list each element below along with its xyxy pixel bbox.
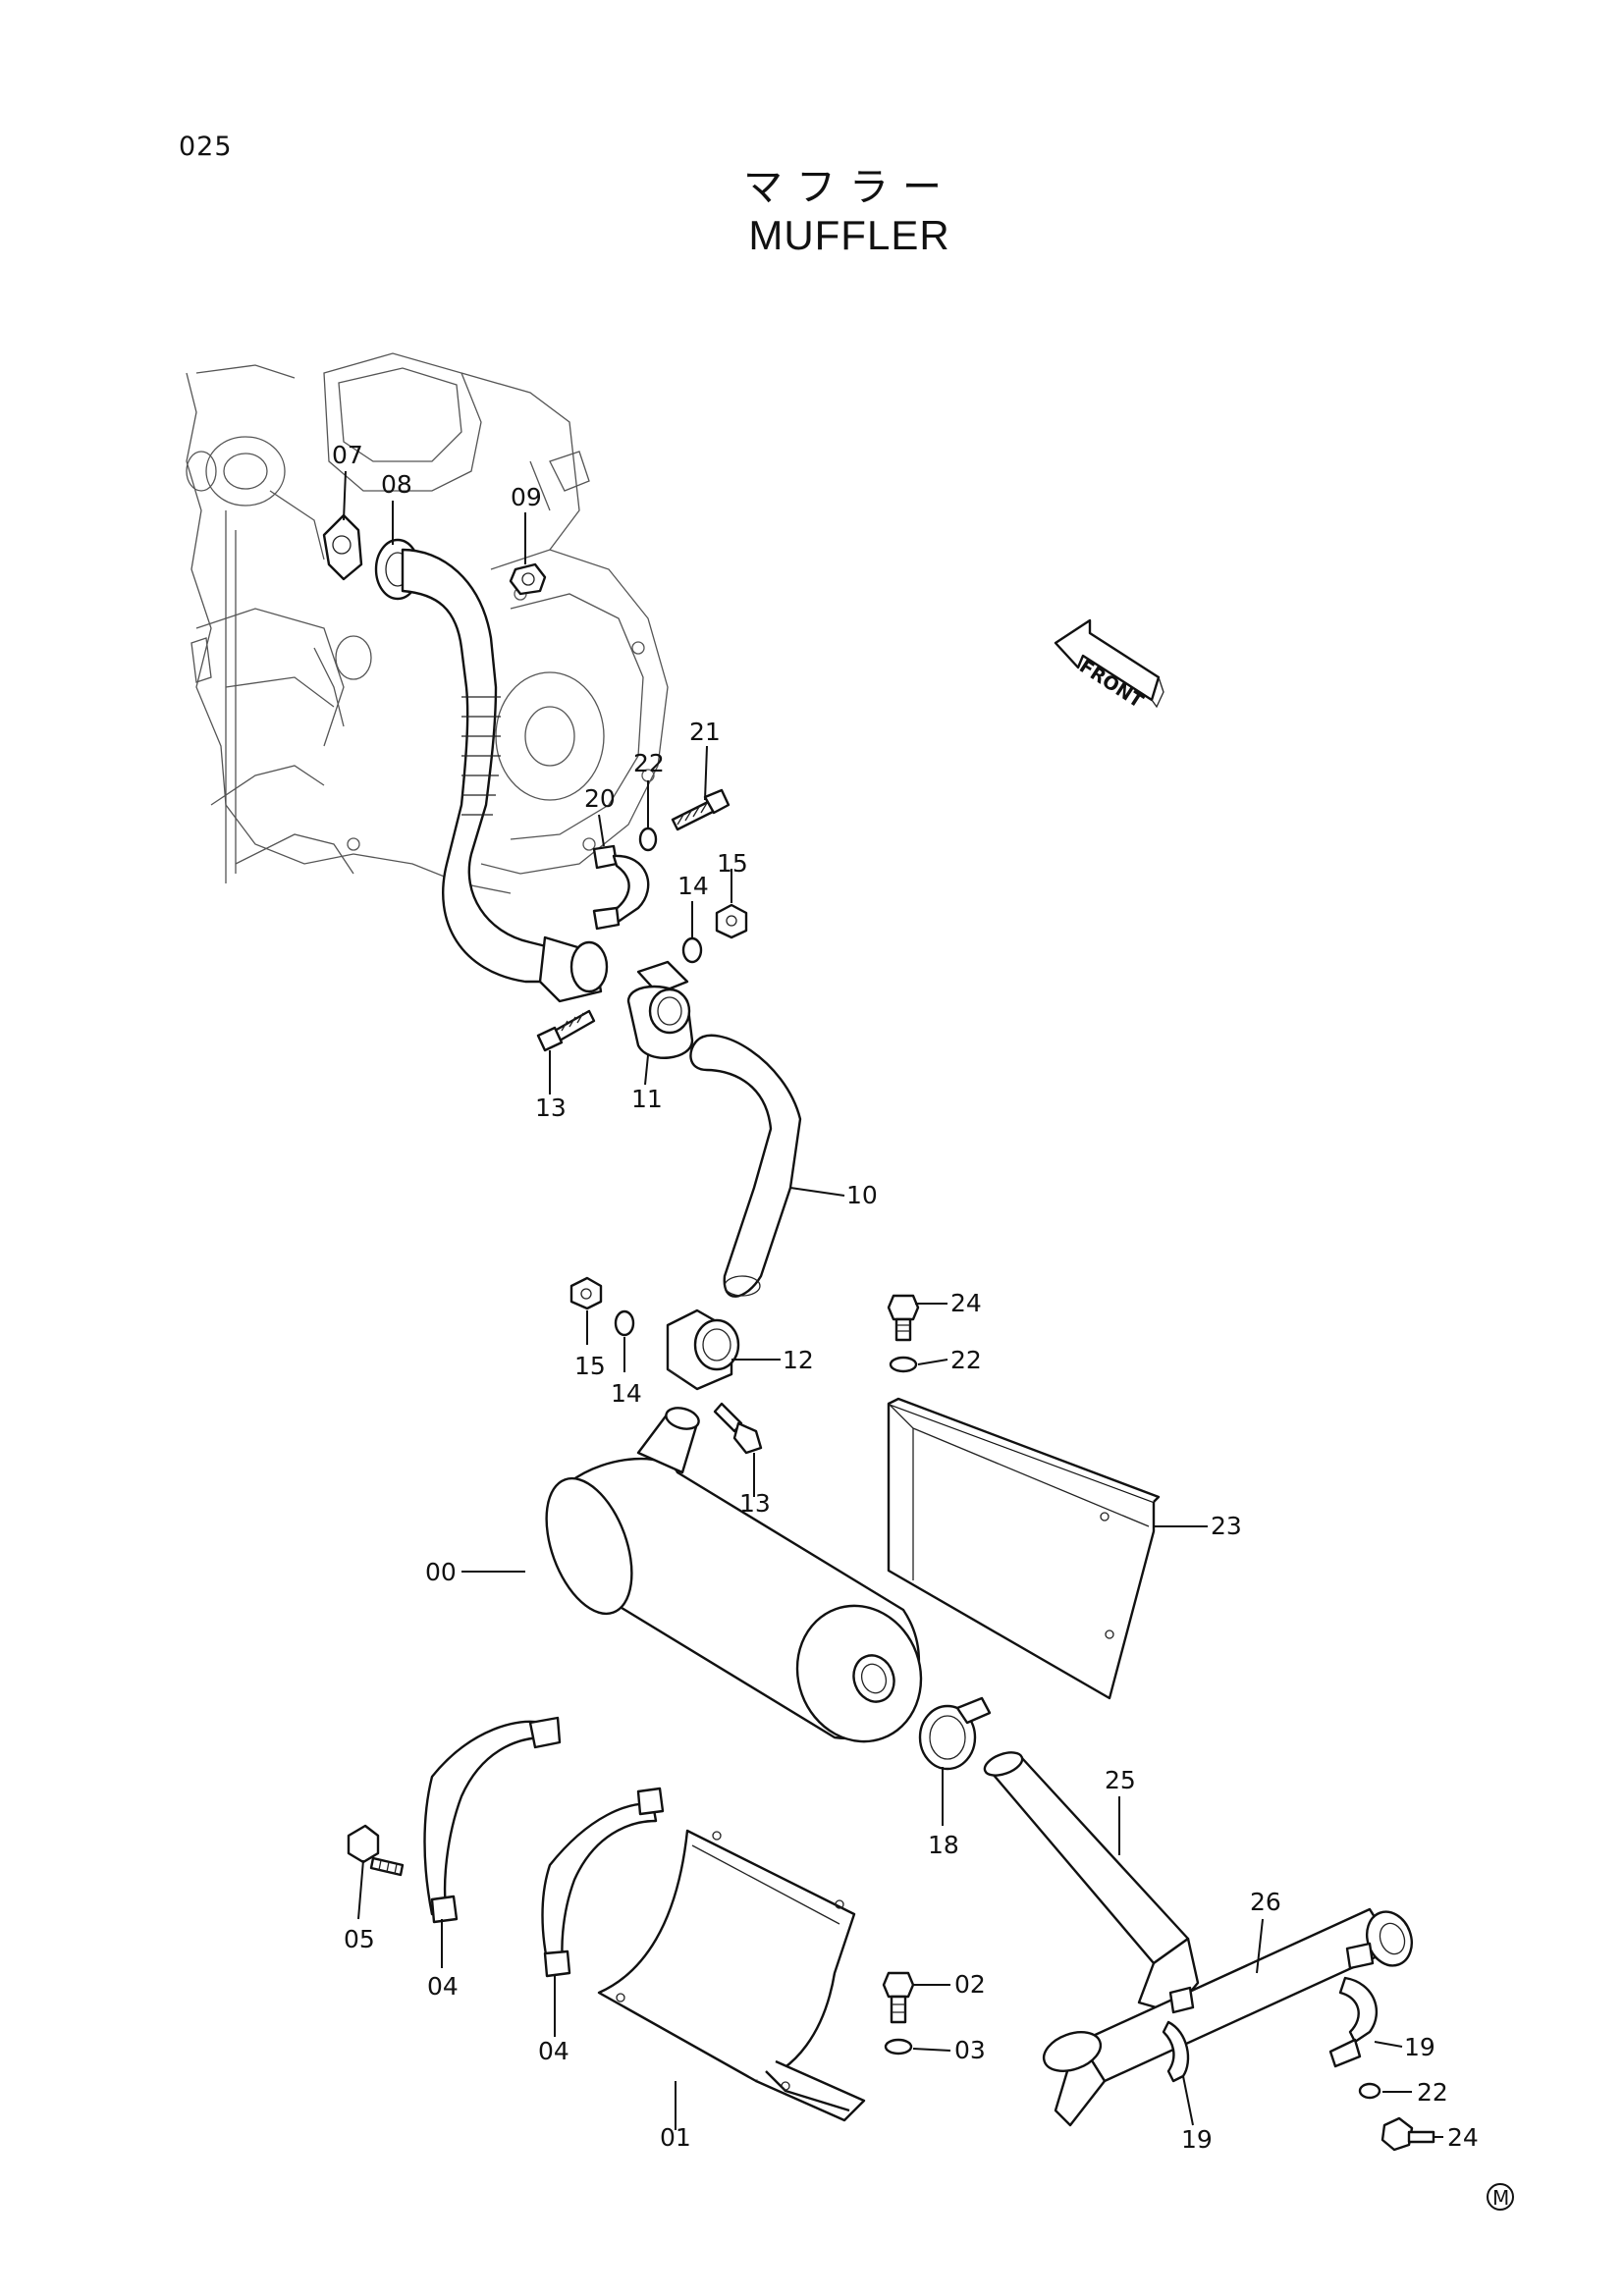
callout-15a: 15 (717, 849, 748, 878)
callout-22b: 22 (950, 1346, 982, 1374)
exhaust-pipe-08 (374, 538, 609, 1003)
clamp-19a (1328, 1942, 1379, 2068)
bolt-21 (671, 788, 731, 831)
clamp-sleeve-11 (626, 960, 694, 1059)
callout-09: 09 (511, 483, 542, 511)
title-japanese: マフラー (743, 165, 955, 210)
callout-14a: 14 (677, 872, 709, 900)
gasket-07 (322, 513, 363, 581)
callout-19b: 19 (1181, 2125, 1213, 2154)
callout-24a: 24 (950, 1289, 982, 1317)
nut-15b (569, 1276, 603, 1310)
clamp-12 (666, 1308, 740, 1391)
circled-m-mark: M (1487, 2183, 1514, 2211)
callout-04b: 04 (538, 2037, 569, 2065)
callout-18: 18 (928, 1831, 959, 1859)
bolt-13b (713, 1402, 763, 1455)
callout-23: 23 (1211, 1512, 1242, 1540)
callout-08: 08 (381, 470, 412, 499)
clamp-19b (1162, 1986, 1195, 2083)
tail-pipe-25 (983, 1751, 1200, 2014)
callout-01: 01 (660, 2123, 691, 2152)
callout-13b: 13 (739, 1489, 771, 1518)
page-title: MUFFLER (748, 212, 950, 258)
callout-03: 03 (954, 2036, 986, 2064)
band-04a (423, 1716, 562, 1924)
callout-02: 02 (954, 1970, 986, 1999)
tail-pipe-26 (1042, 1907, 1413, 2127)
bolt-24a (887, 1294, 920, 1342)
callout-26: 26 (1250, 1888, 1281, 1916)
bolt-05 (347, 1824, 405, 1877)
flex-pipe-10 (689, 1034, 802, 1298)
nut-09 (509, 562, 547, 596)
callout-20: 20 (584, 784, 616, 813)
washer-03 (884, 2038, 913, 2056)
callout-22c: 22 (1417, 2078, 1448, 2107)
callout-14b: 14 (611, 1379, 642, 1408)
callout-15b: 15 (574, 1352, 606, 1380)
clamp-20 (592, 844, 650, 931)
callout-04a: 04 (427, 1972, 459, 2001)
washer-14b (614, 1309, 635, 1337)
heat-shield-23 (887, 1397, 1161, 1700)
callout-05: 05 (344, 1925, 375, 1953)
callout-07: 07 (332, 441, 363, 469)
callout-21: 21 (689, 718, 721, 746)
front-direction-arrow: FRONT (1054, 618, 1164, 713)
leader-lines (343, 470, 1443, 2138)
page-number: 025 (179, 132, 233, 162)
washer-14a (681, 936, 703, 964)
callout-24b: 24 (1447, 2123, 1479, 2152)
bolt-02 (882, 1971, 915, 2024)
band-04b (541, 1787, 665, 1978)
callout-22a: 22 (633, 749, 665, 777)
bolt-13a (536, 1009, 596, 1052)
callout-10: 10 (846, 1181, 878, 1209)
washer-22c (1358, 2082, 1381, 2100)
nut-15a (715, 903, 748, 939)
bracket-01 (597, 1829, 866, 2122)
callout-00: 00 (425, 1558, 457, 1586)
callout-19a: 19 (1404, 2033, 1435, 2061)
callout-13a: 13 (535, 1094, 567, 1122)
callout-25: 25 (1105, 1766, 1136, 1794)
hose-clamp-18 (918, 1696, 992, 1771)
washer-22b (889, 1356, 918, 1373)
mark-m: M (1492, 2186, 1509, 2210)
muffler-00 (545, 1407, 923, 1743)
bolt-24b (1380, 2116, 1435, 2152)
engine-block (186, 352, 669, 894)
callout-11: 11 (631, 1085, 663, 1113)
callout-labels: 07 08 09 21 22 20 15 14 13 11 10 15 14 1… (332, 441, 1479, 2154)
callout-12: 12 (783, 1346, 814, 1374)
washer-22a (638, 827, 658, 852)
